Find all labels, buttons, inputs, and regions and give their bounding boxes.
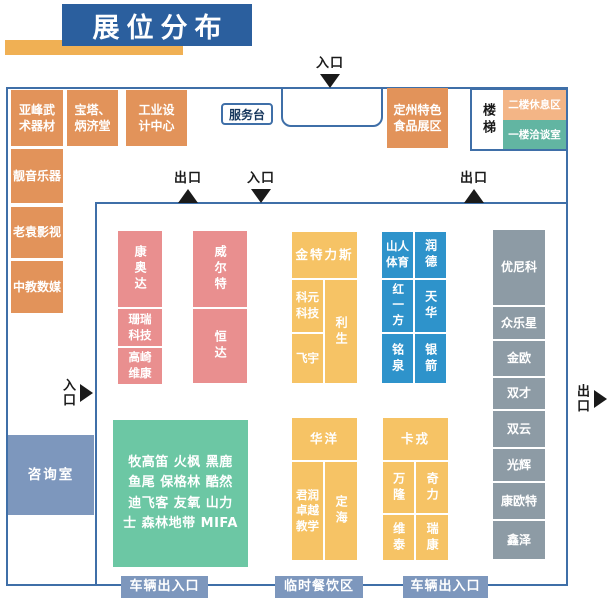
booth-cell: 威尔特	[193, 231, 247, 307]
booth-cell: 优尼科	[493, 230, 545, 305]
service-counter	[281, 87, 383, 127]
gate-entrance-side-left: 入口	[58, 378, 93, 408]
booth-cell: 银箭	[415, 334, 446, 383]
arrow-down-icon	[251, 189, 271, 203]
booth-cell: 中教数媒	[11, 261, 63, 313]
food-zone: 定州特色 食品展区	[387, 88, 448, 148]
booth-cell: 卡戎	[383, 418, 448, 460]
booth-cell: 光辉	[493, 449, 545, 481]
booth-cell: 老袁影视	[11, 207, 63, 258]
service-desk: 服务台	[221, 103, 273, 125]
booth-cell: 双云	[493, 411, 545, 447]
booth-cell: 山人 体育	[382, 232, 413, 278]
booth-cell: 众乐星	[493, 307, 545, 339]
arrow-up-icon	[464, 189, 484, 203]
booth-cell: 利生	[325, 280, 357, 383]
vehicle-gate-label: 车辆出入口	[403, 576, 488, 598]
gate-label: 出口	[173, 171, 202, 186]
booth-cell: 华洋	[292, 418, 357, 460]
gate-exit-left: 出口	[168, 167, 208, 203]
booth-cell: 天华	[415, 280, 446, 332]
booth-cell: 金特力斯	[292, 232, 357, 278]
arrow-up-icon	[178, 189, 198, 203]
second-floor-rest-area: 二楼休息区	[503, 90, 566, 120]
gate-entrance-middle: 入口	[241, 167, 281, 203]
stairs-label: 楼梯	[480, 102, 495, 137]
page-title: 展位分布	[62, 4, 252, 46]
booth-cell: 工业设 计中心	[126, 90, 187, 146]
outdoor-brands-zone: 牧高笛 火枫 黑鹿 鱼尾 保格林 酷然 迪飞客 友氧 山力 士 森林地带 MIF…	[113, 420, 248, 567]
booth-cell: 亚峰武 术器材	[11, 90, 63, 146]
booth-cell: 珊瑞 科技	[118, 309, 162, 346]
gate-exit-side-right: 出口	[572, 384, 607, 414]
gate-label: 入口	[315, 56, 344, 71]
booth-cell: 君润 卓越 教学	[292, 462, 323, 560]
booth-cell: 恒达	[193, 309, 247, 383]
stairs-block: 楼梯 二楼休息区 一楼洽谈室	[470, 88, 568, 151]
booth-cell: 宝塔、 炳济堂	[67, 90, 118, 146]
first-floor-meeting-room: 一楼洽谈室	[503, 119, 566, 149]
consult-room: 咨询室	[8, 435, 94, 515]
arrow-down-icon	[320, 74, 340, 88]
booth-cell: 科元 科技	[292, 280, 323, 332]
booth-cell: 维泰	[383, 515, 414, 560]
booth-cell: 奇力	[416, 462, 448, 513]
arrow-right-icon	[594, 390, 607, 408]
gate-entrance-top: 入口	[310, 52, 350, 88]
booth-cell: 靓音乐器	[11, 149, 63, 203]
inner-wall-top	[95, 202, 568, 204]
gate-label: 入口	[60, 378, 75, 408]
booth-cell: 康奥达	[118, 231, 162, 307]
gate-label: 入口	[246, 171, 275, 186]
booth-cell: 红一方	[382, 280, 413, 332]
booth-cell: 高崎 维康	[118, 348, 162, 384]
booth-cell: 定海	[325, 462, 357, 560]
gate-label: 出口	[459, 171, 488, 186]
booth-cell: 康欧特	[493, 483, 545, 519]
gate-exit-right: 出口	[454, 167, 494, 203]
booth-cell: 金欧	[493, 341, 545, 376]
booth-cell: 铭泉	[382, 334, 413, 383]
booth-cell: 润德	[415, 232, 446, 278]
booth-cell: 飞宇	[292, 334, 323, 383]
booth-cell: 瑞康	[416, 515, 448, 560]
gate-label: 出口	[574, 384, 589, 414]
dining-zone-label: 临时餐饮区	[275, 576, 363, 598]
booth-cell: 万隆	[383, 462, 414, 513]
arrow-right-icon	[80, 384, 93, 402]
booth-cell: 双才	[493, 378, 545, 409]
booth-cell: 鑫泽	[493, 521, 545, 559]
inner-wall-left	[95, 202, 97, 586]
vehicle-gate-label: 车辆出入口	[121, 576, 208, 598]
